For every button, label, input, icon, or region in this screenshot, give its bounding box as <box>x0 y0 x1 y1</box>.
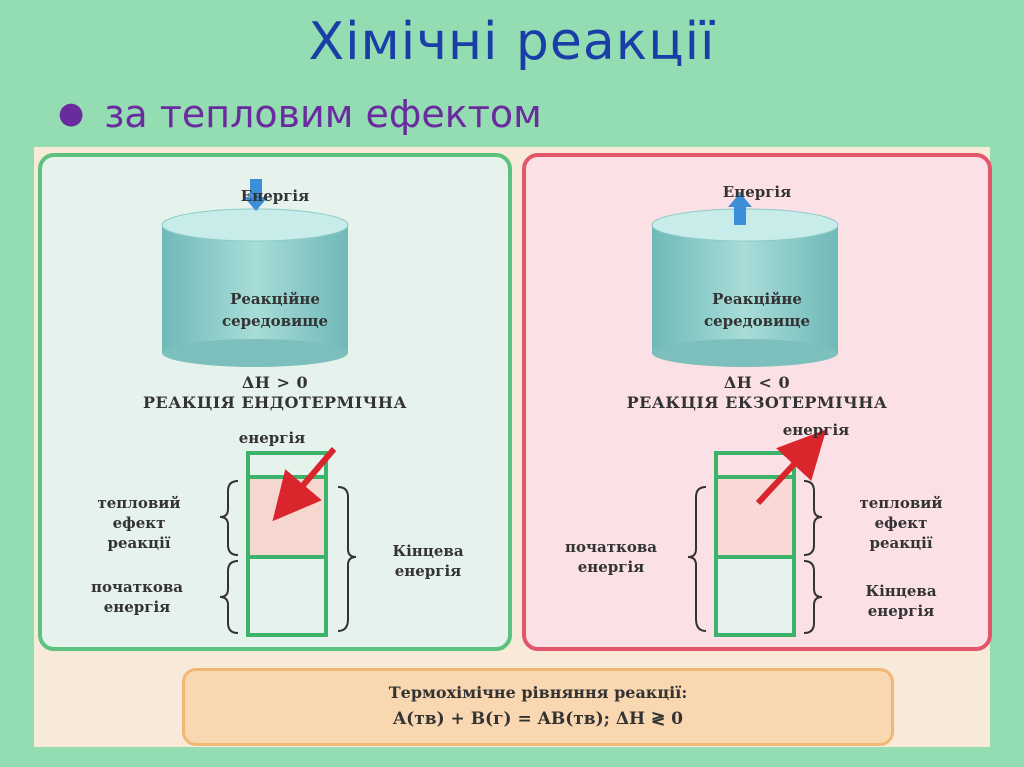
endo-heat-effect-label: тепловий ефект реакції <box>97 494 181 552</box>
exo-final-energy-label: Кінцева енергія <box>865 582 937 620</box>
thermochemical-equation-box: Термохімічне рівняння реакції: A(тв) + B… <box>182 668 894 746</box>
heat-effect-brace <box>803 480 823 556</box>
cylinder-body <box>652 225 838 353</box>
endo-energy-label: Енергія <box>240 187 310 205</box>
energy-in-arrow-icon <box>244 179 268 211</box>
endo-delta-h: ΔH > 0 <box>241 373 309 392</box>
energy-absorbed-arrow-icon <box>272 447 337 522</box>
energy-diagram: Енергія Реакційне середовище ΔH > 0 РЕАК… <box>34 147 992 747</box>
endothermic-graphics <box>161 179 357 637</box>
exo-initial-energy-label: початкова енергія <box>565 538 657 576</box>
exo-delta-h: ΔH < 0 <box>723 373 791 392</box>
initial-energy-brace <box>687 486 707 632</box>
final-energy-box <box>714 555 796 637</box>
exothermic-graphics <box>651 193 839 637</box>
endo-final-energy-label: Кінцева енергія <box>392 542 464 580</box>
endo-initial-energy-label: початкова енергія <box>91 578 183 616</box>
endothermic-panel: Енергія Реакційне середовище ΔH > 0 РЕАК… <box>38 153 512 651</box>
endo-reaction-title: РЕАКЦІЯ ЕНДОТЕРМІЧНА <box>143 393 407 412</box>
final-energy-brace <box>803 560 823 634</box>
exo-energy-label: Енергія <box>722 183 792 201</box>
heat-effect-box <box>714 475 796 559</box>
heat-effect-brace <box>219 480 239 556</box>
energy-released-arrow-icon <box>755 429 827 506</box>
endo-cylinder-label-1: Реакційне <box>230 290 320 308</box>
heat-effect-box <box>246 475 328 559</box>
exo-cylinder-label-2: середовище <box>703 312 811 330</box>
endo-arrow-label: енергія <box>238 429 306 447</box>
endo-cylinder-label-2: середовище <box>221 312 329 330</box>
exo-reaction-title: РЕАКЦІЯ ЕКЗОТЕРМІЧНА <box>626 393 888 412</box>
equation-formula: A(тв) + B(г) = AB(тв); ΔH ≷ 0 <box>392 709 683 729</box>
cylinder-top <box>161 208 349 242</box>
initial-energy-brace <box>219 560 239 634</box>
bullet-text: за тепловим ефектом <box>104 92 542 136</box>
exo-heat-effect-label: тепловий ефект реакції <box>859 494 943 552</box>
cylinder-body <box>162 225 348 353</box>
equation-caption: Термохімічне рівняння реакції: <box>388 683 688 702</box>
bullet-item: ● за тепловим ефектом <box>58 92 542 136</box>
bullet-dot-icon: ● <box>58 96 85 131</box>
cylinder-bottom <box>652 339 838 367</box>
exothermic-panel: Енергія Реакційне середовище ΔH < 0 РЕАК… <box>522 153 992 651</box>
slide-title: Хімічні реакції <box>308 12 716 72</box>
initial-energy-box <box>246 555 328 637</box>
exo-cylinder-label-1: Реакційне <box>712 290 802 308</box>
energy-out-arrow-icon <box>728 193 752 225</box>
exo-arrow-label: енергія <box>782 421 850 439</box>
cylinder-bottom <box>162 339 348 367</box>
final-energy-brace <box>337 486 357 632</box>
